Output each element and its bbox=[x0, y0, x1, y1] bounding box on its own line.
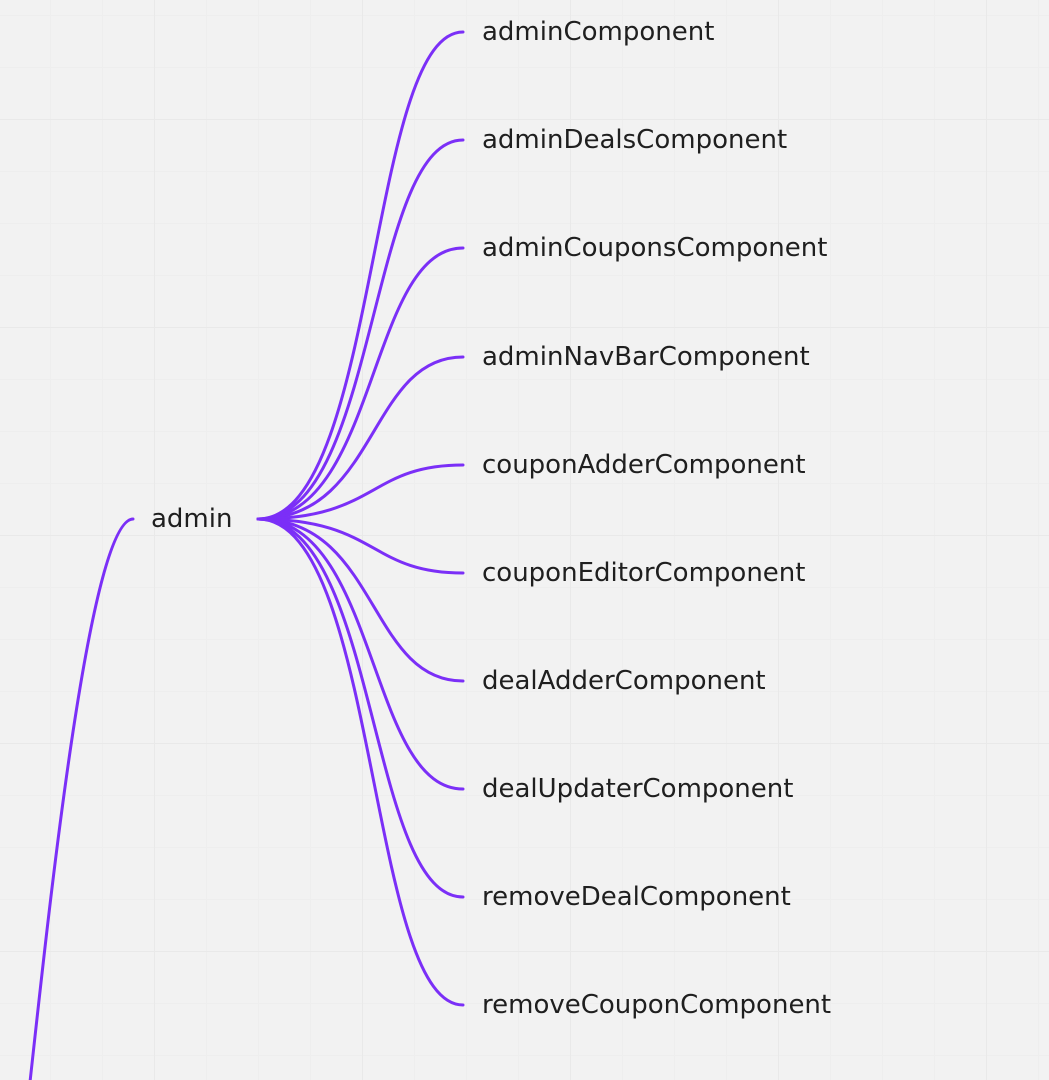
branch-to-child-8 bbox=[256, 517, 465, 899]
branch-to-child-0 bbox=[256, 30, 465, 521]
mindmap-node-deal-updater-component[interactable]: dealUpdaterComponent bbox=[482, 774, 794, 804]
branch-to-child-3 bbox=[256, 355, 465, 521]
mindmap-node-remove-deal-component[interactable]: removeDealComponent bbox=[482, 882, 791, 912]
mindmap-node-admin[interactable]: admin bbox=[151, 504, 233, 534]
branch-to-child-7 bbox=[256, 517, 465, 791]
mindmap-node-deal-adder-component[interactable]: dealAdderComponent bbox=[482, 666, 766, 696]
branch-to-child-4 bbox=[256, 463, 465, 521]
mindmap-node-coupon-editor-component[interactable]: couponEditorComponent bbox=[482, 558, 806, 588]
mindmap-node-admin-deals-component[interactable]: adminDealsComponent bbox=[482, 125, 788, 155]
branch-to-child-9 bbox=[256, 517, 465, 1007]
mindmap-node-coupon-adder-component[interactable]: couponAdderComponent bbox=[482, 450, 806, 480]
branch-to-child-6 bbox=[256, 517, 465, 683]
branch-to-admin bbox=[28, 517, 135, 1080]
mindmap-node-remove-coupon-component[interactable]: removeCouponComponent bbox=[482, 990, 832, 1020]
mindmap-node-admin-navbar-component[interactable]: adminNavBarComponent bbox=[482, 342, 810, 372]
branch-to-child-1 bbox=[256, 138, 465, 521]
branch-to-child-2 bbox=[256, 246, 465, 521]
mindmap-node-admin-component[interactable]: adminComponent bbox=[482, 17, 715, 47]
mindmap-node-admin-coupons-component[interactable]: adminCouponsComponent bbox=[482, 233, 828, 263]
branch-to-child-5 bbox=[256, 517, 465, 575]
